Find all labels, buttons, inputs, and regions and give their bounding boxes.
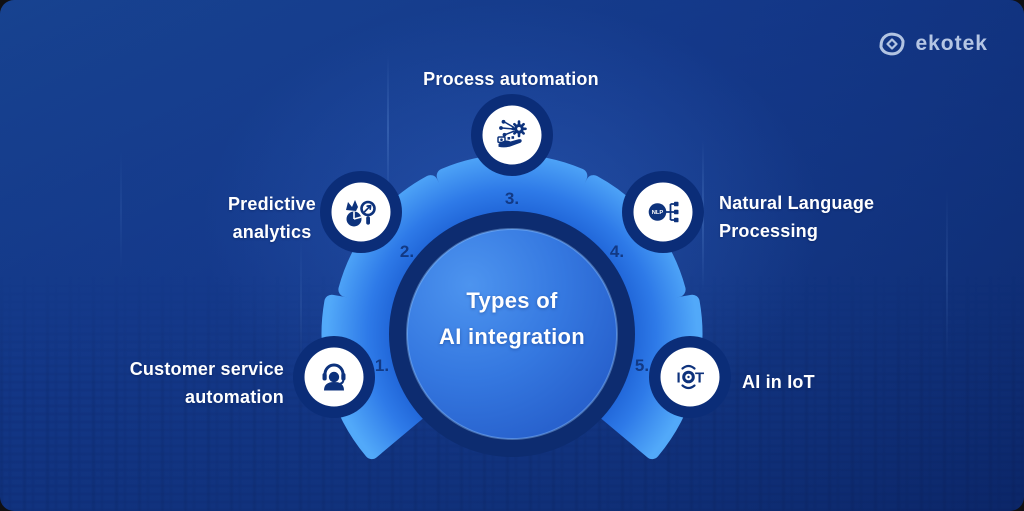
segment-number-1: 1. <box>375 356 389 375</box>
light-streak <box>120 150 122 270</box>
brand-name: ekotek <box>915 32 988 55</box>
nlp-branch-icon: NLP <box>622 171 704 253</box>
segment-number-2: 2. <box>400 242 414 261</box>
iot-letter-i: I <box>677 370 681 387</box>
ekotek-logo-icon <box>879 32 905 56</box>
segment-number-5: 5. <box>635 356 649 375</box>
process-automation-gear-hand-icon <box>471 94 553 176</box>
nlp-glyph-text: NLP <box>652 210 664 216</box>
predictive-analytics-magnifier-icon <box>320 171 402 253</box>
iot-letter-t: T <box>695 370 704 387</box>
customer-service-headset-icon <box>293 336 375 418</box>
segment-number-3: 3. <box>505 189 519 208</box>
iot-signal-icon: I T <box>649 336 731 418</box>
light-streak <box>387 55 389 205</box>
brand-logo: ekotek <box>877 29 988 59</box>
center-circle <box>406 228 618 440</box>
segment-number-4: 4. <box>610 242 624 261</box>
